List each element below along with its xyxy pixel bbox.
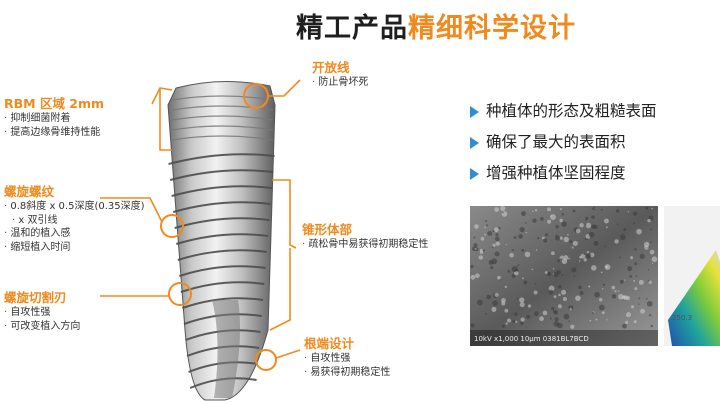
label-cutting-item: 可改变植入方向: [4, 320, 80, 334]
callout-line-rbm: [151, 87, 173, 105]
bullet-text: 种植体的形态及粗糙表面: [486, 102, 657, 120]
label-cutting-edge: 螺旋切割刃 自攻性强 可改变植入方向: [4, 290, 80, 333]
callout-line-apex: [275, 349, 301, 359]
page-title: 精工产品精细科学设计: [296, 6, 576, 46]
implant-body: [167, 81, 276, 401]
topography-caption: 250.3: [672, 314, 693, 322]
label-thread-item: 缩短植入时间: [4, 241, 145, 255]
bullet-item: 增强种植体坚固程度: [470, 158, 657, 189]
bullet-text: 增强种植体坚固程度: [486, 164, 626, 182]
callout-circle-apex: [255, 349, 277, 371]
title-part-2: 精细科学设计: [408, 13, 576, 44]
callout-circle-thread: [160, 214, 184, 238]
label-thread-item: 温和的植入感: [4, 227, 145, 241]
feature-bullets: 种植体的形态及粗糙表面 确保了最大的表面积 增强种植体坚固程度: [470, 96, 657, 189]
callout-line-open-line: [268, 79, 301, 97]
label-taper-item: 疏松骨中易获得初期稳定性: [302, 238, 428, 252]
label-open-item: 防止骨坏死: [312, 76, 368, 90]
label-rbm-area: RBM 区域 2mm 抑制细菌附着 提高边缘骨维持性能: [4, 96, 104, 139]
label-thread-heading: 螺旋螺纹: [4, 184, 55, 199]
label-thread-item: x 双引线: [4, 214, 145, 228]
sem-caption: 10kV x1,000 10μm 0381BL7BCD: [474, 335, 589, 343]
sem-micrograph: [470, 205, 658, 346]
triangle-bullet-icon: [470, 137, 479, 149]
triangle-bullet-icon: [470, 168, 479, 180]
label-taper-body: 锥形体部 疏松骨中易获得初期稳定性: [302, 222, 428, 252]
label-apex-item: 易获得初期稳定性: [304, 366, 390, 380]
bullet-item: 确保了最大的表面积: [470, 127, 657, 158]
label-rbm-heading: RBM 区域 2mm: [4, 96, 105, 111]
label-rbm-item: 抑制细菌附着: [4, 112, 104, 126]
label-rbm-item: 提高边缘骨维持性能: [4, 126, 104, 140]
label-cutting-heading: 螺旋切割刃: [4, 290, 67, 305]
triangle-bullet-icon: [470, 106, 479, 118]
label-apex-design: 根端设计 自攻性强 易获得初期稳定性: [304, 336, 390, 379]
surface-topography-image: [664, 206, 720, 346]
label-apex-item: 自攻性强: [304, 352, 390, 366]
title-part-1: 精工产品: [296, 13, 408, 44]
label-taper-heading: 锥形体部: [302, 222, 353, 237]
callout-line-thread: [100, 197, 163, 223]
label-thread: 螺旋螺纹 0.8斜度 x 0.5深度(0.35深度) x 双引线 温和的植入感 …: [4, 184, 145, 254]
label-cutting-item: 自攻性强: [4, 306, 80, 320]
bullet-text: 确保了最大的表面积: [486, 133, 626, 151]
bullet-item: 种植体的形态及粗糙表面: [470, 96, 657, 127]
label-thread-item: 0.8斜度 x 0.5深度(0.35深度): [4, 200, 144, 214]
label-thread-item-text: x 双引线: [18, 214, 58, 226]
label-open-line: 开放线 防止骨坏死: [312, 60, 368, 90]
callout-circle-cutting-edge: [168, 282, 192, 306]
label-open-heading: 开放线: [312, 60, 350, 75]
callout-line-taper: [272, 179, 297, 249]
label-apex-heading: 根端设计: [304, 336, 355, 351]
